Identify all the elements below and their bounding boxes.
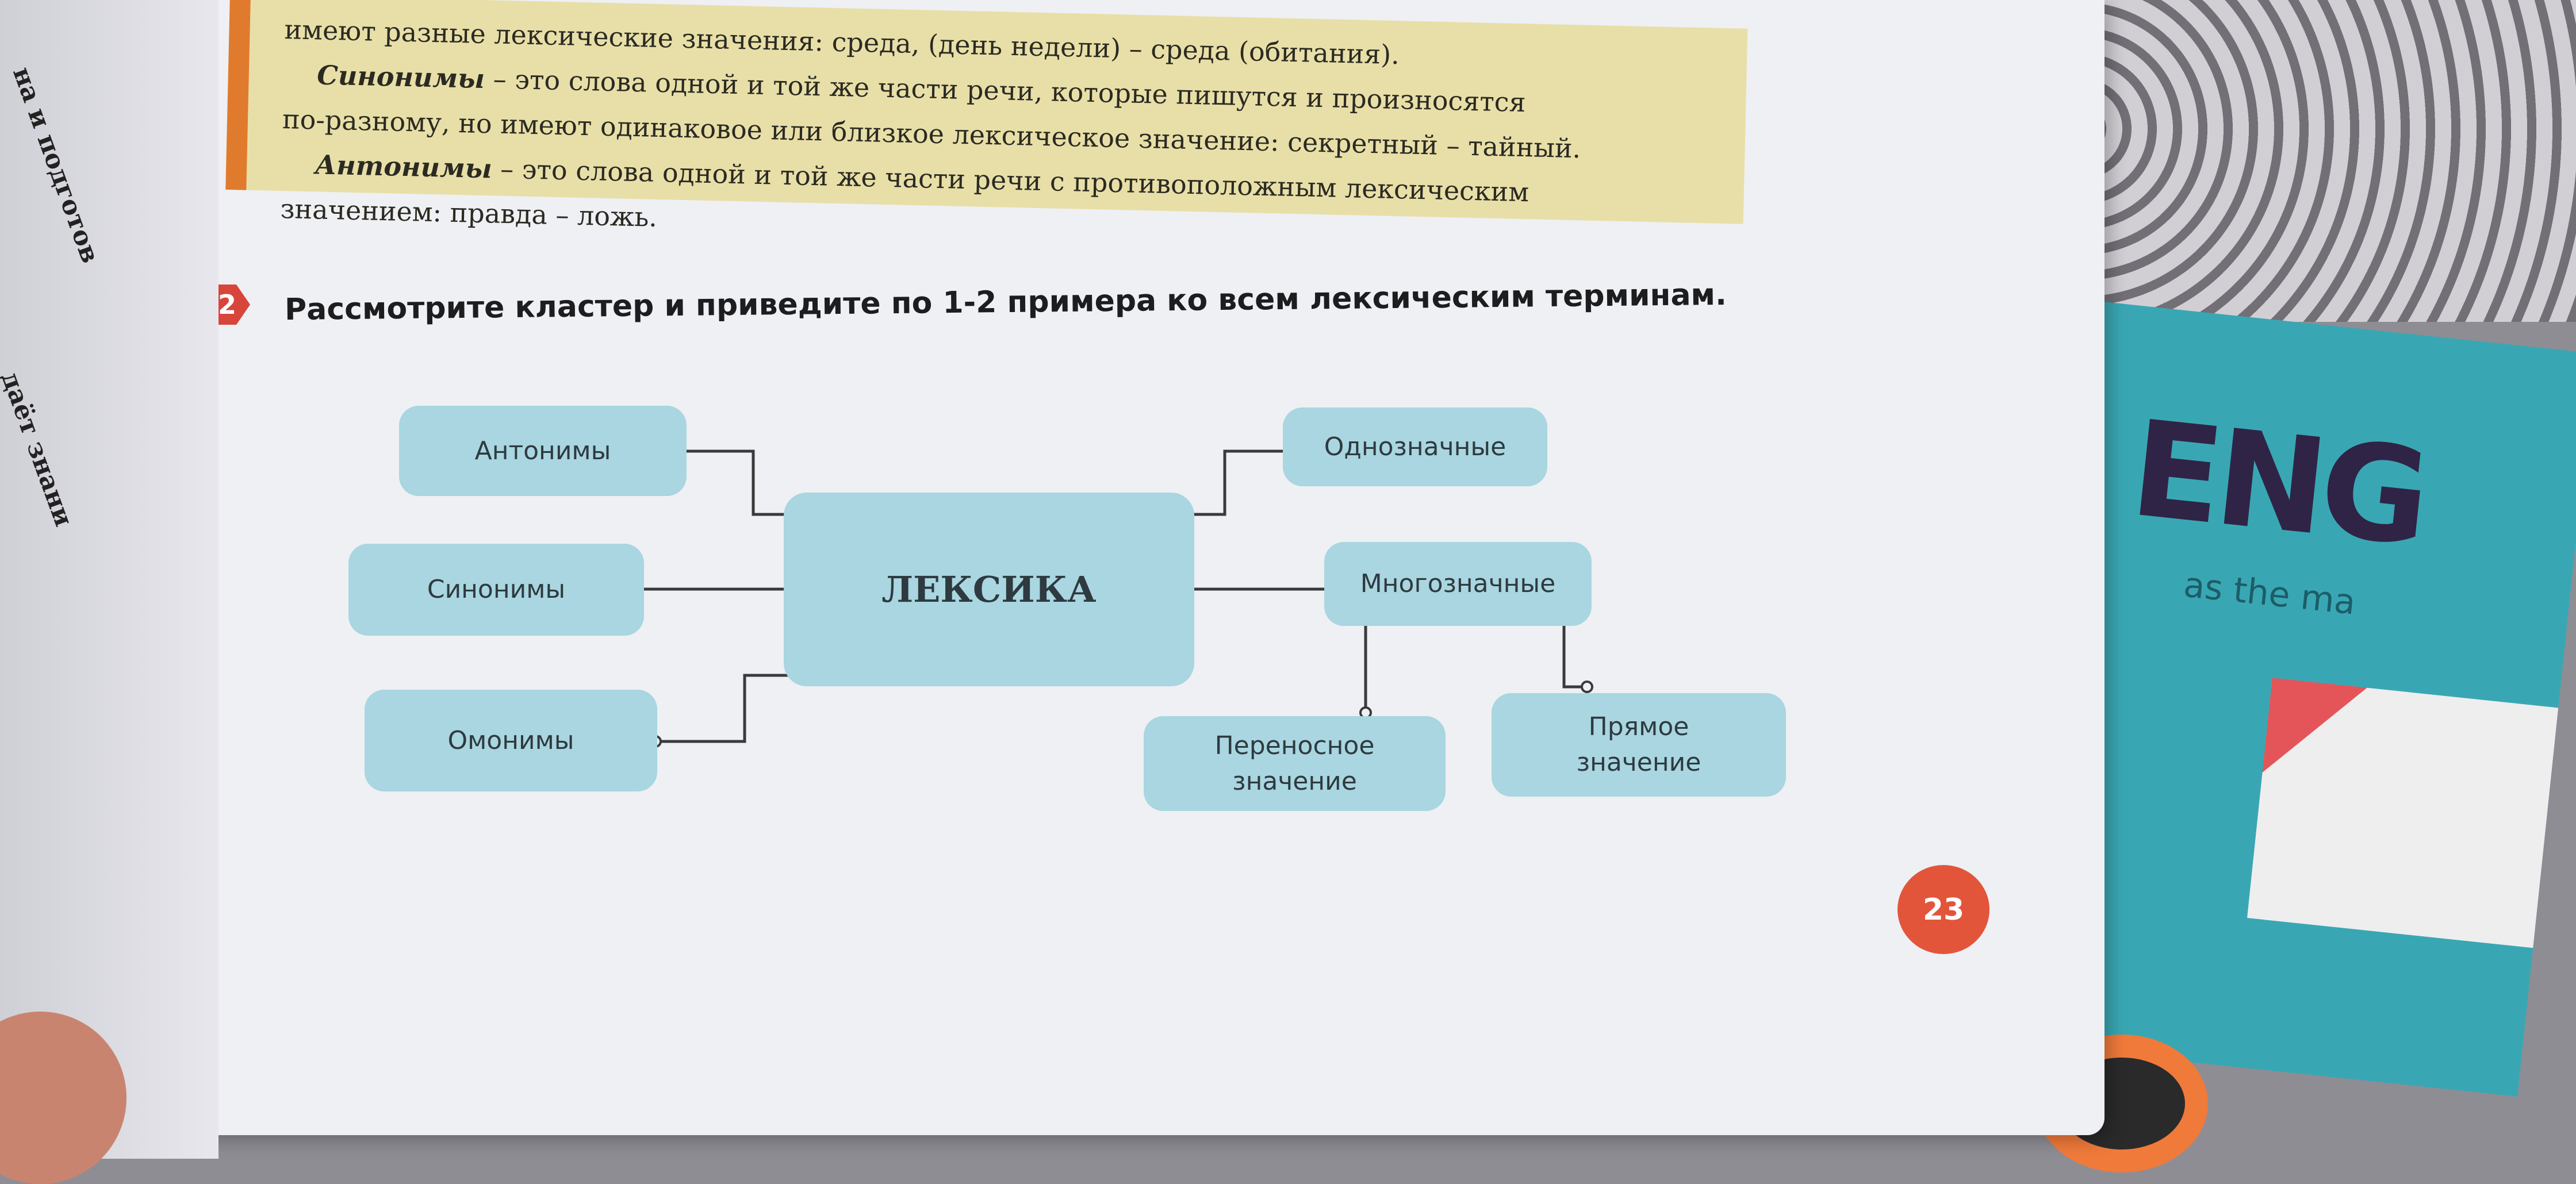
left-page-text: даёт знани xyxy=(0,368,79,531)
node-center-lexika: ЛЕКСИКА xyxy=(784,493,1194,686)
connector-homonyms xyxy=(656,674,788,743)
book-subtitle: as the ma xyxy=(2182,564,2358,623)
node-direct: Прямое значение xyxy=(1492,693,1786,797)
page-number: 23 xyxy=(1897,865,1989,954)
book-title: ENG xyxy=(2124,392,2432,576)
connector-direct xyxy=(1562,626,1587,689)
node-antonyms: Антонимы xyxy=(399,406,687,496)
connector-monosemous xyxy=(1190,449,1294,516)
connector-antonyms xyxy=(678,449,788,516)
node-homonyms: Омонимы xyxy=(365,690,657,791)
node-figurative: Переносное значение xyxy=(1144,716,1446,811)
book-picture xyxy=(2247,678,2559,948)
textbook-page: имеют разные лексические значения: среда… xyxy=(0,0,2104,1135)
left-page-text: на и подготов xyxy=(7,63,105,267)
node-monosemous: Однозначные xyxy=(1283,408,1547,486)
node-synonyms: Синонимы xyxy=(348,544,644,636)
left-page-edge: на и подготов даёт знани xyxy=(0,0,218,1159)
node-polysemous: Многозначные xyxy=(1324,542,1592,626)
